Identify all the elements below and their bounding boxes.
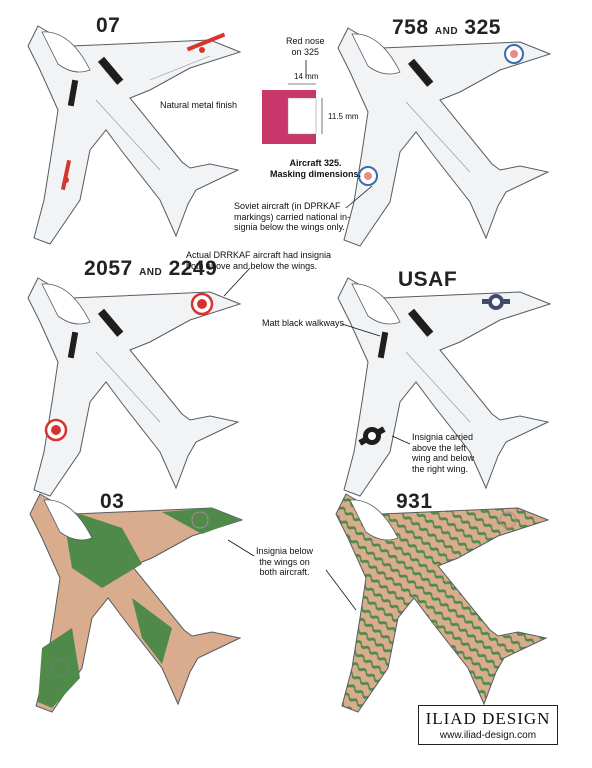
aircraft-2057-2249-drawing — [27, 277, 241, 497]
note-soviet: Soviet aircraft (in DPRKAF markings) car… — [234, 201, 350, 233]
logo-title: ILIAD DESIGN — [425, 709, 551, 728]
note-red-nose-line-1: Red nose — [286, 36, 325, 46]
code-03: 03 — [100, 490, 125, 513]
aircraft-usaf-drawing — [337, 277, 551, 497]
code-2249: 2249 — [168, 257, 218, 280]
code-2057: 2057 — [84, 257, 133, 280]
code-758: 758 — [392, 16, 429, 39]
code-931: 931 — [396, 490, 433, 513]
code-07: 07 — [96, 14, 121, 37]
dimension-14mm: 14 mm — [294, 72, 319, 81]
note-red-nose: Red nose on 325 — [286, 36, 325, 57]
masking-dimension-diagram — [262, 83, 323, 144]
note-masking: Aircraft 325. Masking dimensions. — [270, 158, 361, 179]
note-usaf-insignia: Insignia carried above the left wing and… — [412, 432, 474, 474]
aircraft-07-drawing — [27, 25, 241, 245]
note-red-nose-line-2: on 325 — [291, 46, 320, 57]
note-usaf-line-1: Insignia carried — [412, 432, 474, 442]
aircraft-03-drawing — [29, 493, 243, 713]
note-soviet-line-3: signia below the wings only. — [234, 222, 345, 232]
note-soviet-line-1: Soviet aircraft (in DPRKAF — [234, 201, 341, 211]
note-usaf-line-3: wing and below — [412, 453, 475, 463]
code-325: 325 — [464, 16, 501, 39]
aircraft-758-325-drawing — [337, 27, 551, 247]
logo-url: www.iliad-design.com — [439, 730, 537, 741]
note-walkways: Matt black walkways — [262, 318, 345, 328]
code-2057-2249: 2057 AND 2249 — [84, 257, 217, 281]
note-actual-dprkaf: Actual DRRKAF aircraft had insignia both… — [186, 250, 331, 271]
note-actual-line-2: both above and below the wings. — [186, 260, 318, 271]
dimension-11-5mm: 11.5 mm — [328, 112, 359, 121]
note-masking-line-1: Aircraft 325. — [289, 158, 342, 168]
note-actual-line-1: Actual DRRKAF aircraft had insignia — [186, 250, 332, 260]
note-natural-metal: Natural metal finish — [160, 100, 238, 110]
code-usaf: USAF — [398, 268, 458, 291]
note-below-line-2: the wings on — [259, 556, 310, 567]
note-usaf-line-4: the right wing. — [412, 463, 469, 474]
note-usaf-line-2: above the left — [412, 442, 467, 453]
code-and-2: AND — [139, 267, 163, 278]
code-and-1: AND — [434, 26, 459, 37]
aircraft-931-drawing — [335, 493, 549, 713]
note-masking-line-2: Masking dimensions. — [270, 168, 362, 179]
note-below-line-3: both aircraft. — [259, 567, 310, 577]
note-soviet-line-2: markings) carried national in- — [234, 211, 351, 222]
code-758-325: 758 AND 325 — [392, 16, 501, 40]
note-below-line-1: Insignia below — [256, 546, 314, 556]
iliad-design-logo: ILIAD DESIGN www.iliad-design.com — [418, 705, 558, 745]
note-insignia-below: Insignia below the wings on both aircraf… — [256, 546, 313, 578]
